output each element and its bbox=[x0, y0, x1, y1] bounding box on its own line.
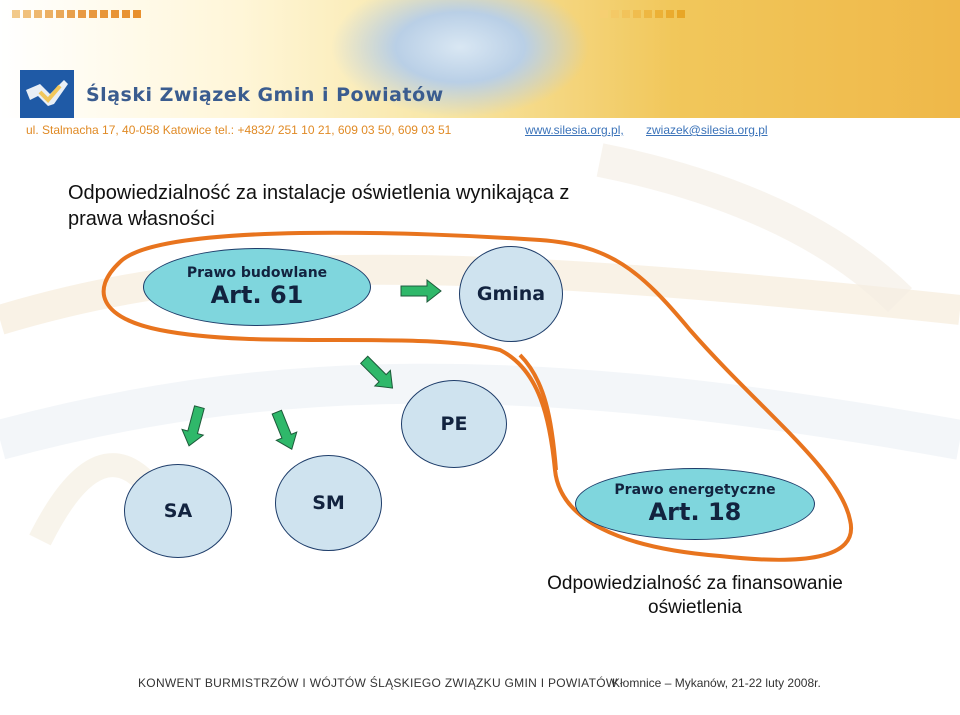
email-link[interactable]: zwiazek@silesia.org.pl bbox=[646, 123, 768, 137]
logo bbox=[20, 70, 74, 118]
oval-gmina: Gmina bbox=[459, 246, 563, 342]
banner-dots-left bbox=[12, 10, 141, 18]
oval-law-energy: Prawo energetyczne Art. 18 bbox=[575, 468, 815, 540]
law-energy-name: Prawo energetyczne bbox=[614, 482, 776, 498]
arrow-down-right-icon bbox=[359, 355, 394, 389]
oval-sm: SM bbox=[275, 455, 382, 551]
org-name: Śląski Związek Gmin i Powiatów bbox=[86, 84, 444, 106]
responsibility-loop bbox=[101, 230, 854, 562]
arrow-right-icon bbox=[400, 278, 442, 304]
oval-law-building: Prawo budowlane Art. 61 bbox=[143, 248, 371, 326]
oval-sa: SA bbox=[124, 464, 232, 558]
law-energy-article: Art. 18 bbox=[648, 498, 742, 526]
law-building-article: Art. 61 bbox=[210, 281, 304, 309]
footer-convention: KONWENT BURMISTRZÓW I WÓJTÓW ŚLĄSKIEGO Z… bbox=[138, 676, 618, 690]
banner-sky-graphic bbox=[330, 0, 590, 118]
oval-pe: PE bbox=[401, 380, 507, 468]
loop-inner-stroke bbox=[518, 353, 558, 471]
sa-label: SA bbox=[163, 500, 193, 522]
website-link[interactable]: www.silesia.org.pl, bbox=[525, 123, 624, 137]
address-bar bbox=[0, 118, 960, 144]
law-building-name: Prawo budowlane bbox=[186, 265, 328, 281]
financing-caption: Odpowiedzialność za finansowanie oświetl… bbox=[547, 573, 843, 618]
gmina-label: Gmina bbox=[476, 283, 546, 305]
footer-date-place: Kłomnice – Mykanów, 21-22 luty 2008r. bbox=[612, 676, 821, 690]
arrow-down-left-icon bbox=[181, 405, 205, 447]
slide-title: Odpowiedzialność za instalacje oświetlen… bbox=[68, 182, 570, 230]
address-text: ul. Stalmacha 17, 40-058 Katowice tel.: … bbox=[26, 123, 452, 137]
banner-dots-right bbox=[600, 10, 685, 18]
pe-label: PE bbox=[440, 413, 468, 435]
sm-label: SM bbox=[312, 492, 345, 514]
arrow-down-icon bbox=[271, 409, 298, 450]
header-banner: Śląski Związek Gmin i Powiatów bbox=[0, 0, 960, 118]
